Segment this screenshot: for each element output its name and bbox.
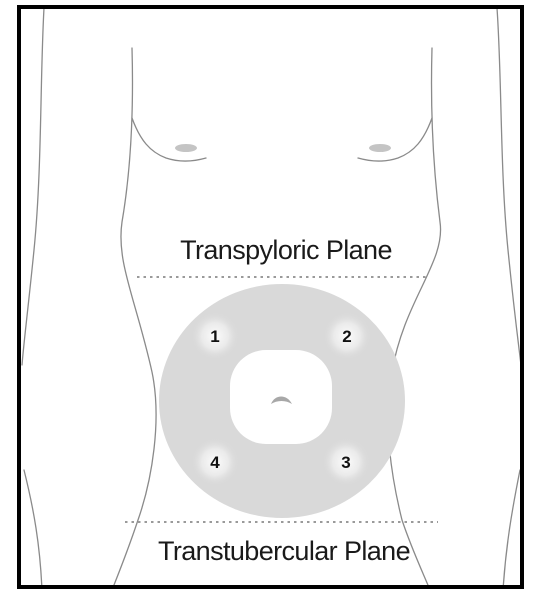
quadrant-3-label: 3 <box>341 453 350 472</box>
left-nipple <box>175 144 197 152</box>
transpyloric-plane-label: Transpyloric Plane <box>180 235 392 265</box>
transtubercular-plane-label: Transtubercular Plane <box>158 536 410 566</box>
quadrant-1-label: 1 <box>210 327 219 346</box>
quadrant-4-label: 4 <box>210 453 220 472</box>
right-nipple <box>369 144 391 152</box>
quadrant-2-label: 2 <box>342 327 351 346</box>
